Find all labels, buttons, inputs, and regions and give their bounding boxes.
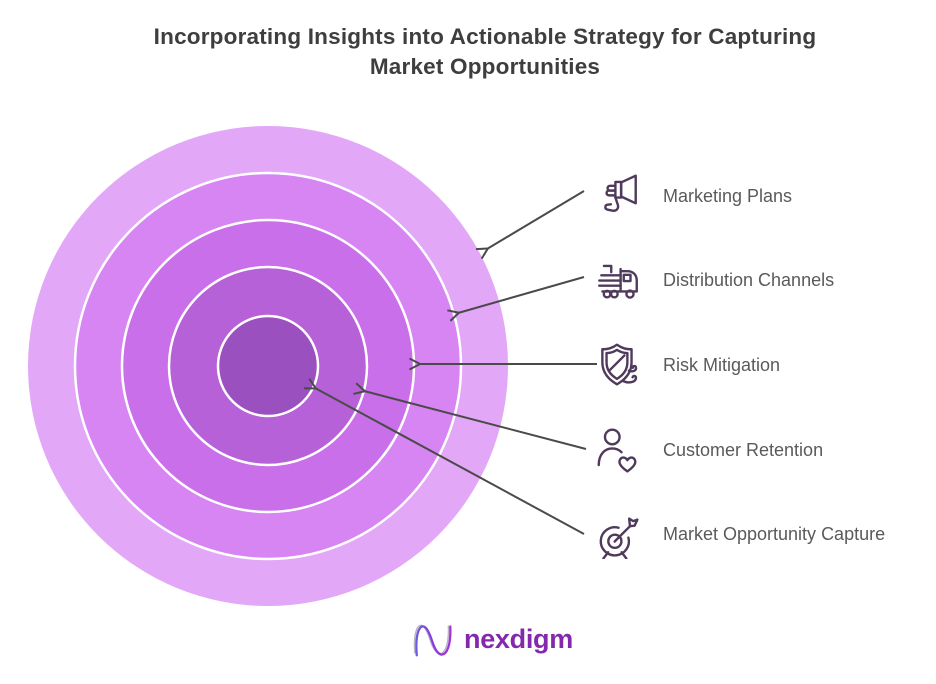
nexdigm-logo: nexdigm bbox=[411, 614, 573, 664]
megaphone-icon bbox=[591, 169, 645, 223]
legend-label: Customer Retention bbox=[663, 439, 824, 460]
shield-wind-icon bbox=[591, 338, 645, 392]
page-title: Incorporating Insights into Actionable S… bbox=[34, 22, 936, 82]
arrow-market-opportunity-capture bbox=[304, 378, 585, 535]
legend-item-risk-mitigation: Risk Mitigation bbox=[591, 337, 780, 393]
arrow-customer-retention bbox=[353, 382, 587, 450]
brand-name: nexdigm bbox=[464, 623, 573, 654]
arrow-marketing-plans bbox=[475, 190, 585, 260]
legend-label: Marketing Plans bbox=[663, 185, 793, 206]
arrow-distribution-channels bbox=[447, 276, 585, 322]
legend-item-distribution-channels: Distribution Channels bbox=[591, 252, 834, 308]
legend-item-marketing-plans: Marketing Plans bbox=[591, 168, 792, 224]
legend-item-market-opportunity-capture: Market Opportunity Capture bbox=[591, 506, 885, 562]
ring-market-opportunity-capture bbox=[216, 314, 320, 418]
page-title-line2: Market Opportunities bbox=[369, 54, 601, 79]
customer-heart-icon bbox=[591, 423, 645, 477]
truck-icon bbox=[591, 253, 645, 307]
callout-arrows bbox=[304, 190, 597, 535]
nexdigm-logo-icon bbox=[413, 624, 452, 657]
legend-label: Risk Mitigation bbox=[663, 354, 781, 375]
legend-item-customer-retention: Customer Retention bbox=[591, 422, 823, 478]
target-dart-icon bbox=[591, 507, 645, 561]
legend-label: Market Opportunity Capture bbox=[663, 523, 886, 544]
page-title-line1: Incorporating Insights into Actionable S… bbox=[153, 24, 817, 49]
legend-label: Distribution Channels bbox=[663, 269, 835, 290]
